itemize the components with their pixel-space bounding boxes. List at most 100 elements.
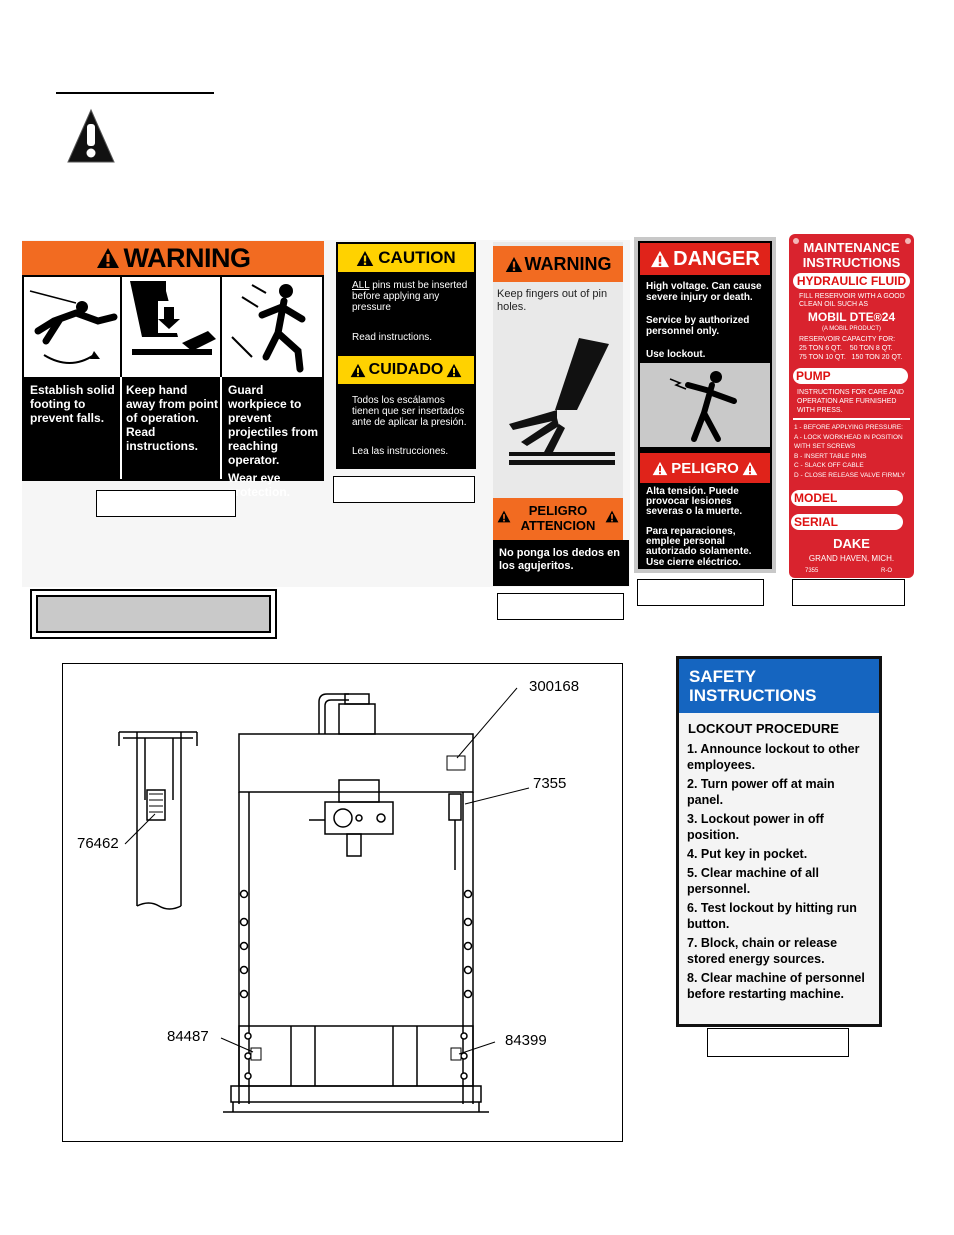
caution-body-rest: pins must be inserted before applying an… [352,280,468,313]
part-number-box-caution [333,476,475,503]
plate-title-1: MAINTENANCE [803,240,900,255]
plate-step-c: C - SLACK OFF CABLE [794,462,864,469]
plate-step-a: A - LOCK WORKHEAD IN POSITION WITH SET S… [794,433,903,451]
safety-step: 5. Clear machine of all personnel. [687,866,819,896]
pin-warning-body: Keep fingers out of pin holes. [497,288,608,313]
callout-76462: 76462 [77,835,119,852]
peligro-title: PELIGRO [671,459,739,477]
cuidado-header: CUIDADO [338,356,474,384]
alert-triangle-icon [651,250,670,268]
press-diagram-frame: 300168 7355 76462 84487 84399 [62,663,623,1142]
safety-title-2: INSTRUCTIONS [689,686,817,705]
plate-rivet [905,238,911,244]
pin-warning-title: WARNING [524,253,612,274]
part-number-box-safety [707,1028,849,1057]
callout-leaders [124,687,530,1055]
section-heading-underline [56,90,214,94]
warning-decal: WARNING Establish solid footing to prev [22,241,324,499]
framed-title-box-inner [36,595,271,633]
plate-capacity-1: 25 TON 6 QT. 50 TON 8 QT. [799,345,893,352]
plate-divider [793,418,910,420]
peligro-header: PELIGRO [640,453,770,483]
pin-holes [239,889,473,1080]
danger-es-2: Para reparaciones, emplee personal autor… [646,526,752,557]
safety-decal-inner: SAFETY INSTRUCTIONS LOCKOUT PROCEDURE 1.… [679,659,879,1024]
pin-warning-es-body: No ponga los dedos en los agujeritos. [499,547,621,572]
fall-hazard-pictogram [24,277,120,377]
press-frame [223,693,489,1113]
plate-brand-note: (A MOBIL PRODUCT) [821,326,882,332]
danger-inner: DANGER High voltage. Can cause severe in… [638,241,772,569]
finger-pinch-icon [509,338,615,465]
callout-84487: 84487 [167,1028,209,1045]
alert-triangle-icon [350,363,365,377]
safety-step: 7. Block, chain or release stored energy… [687,936,838,966]
plate-brand-reg: ® [873,312,882,324]
safety-step: 4. Put key in pocket. [687,847,808,861]
alert-triangle-icon [446,363,462,377]
callout-84399: 84399 [505,1032,547,1049]
plate-model: MODEL [791,490,903,506]
caution-header: CAUTION [338,244,474,272]
safety-subtitle: LOCKOUT PROCEDURE [688,721,839,736]
falling-person-icon [29,290,118,364]
plate-title-2: INSTRUCTIONS [802,255,901,270]
safety-step: 6. Test lockout by hitting run button. [687,901,857,931]
plate-brand-name: MOBIL DTE [807,310,874,324]
plate-code-2: R-O [881,568,892,574]
safety-step: 8. Clear machine of personnel before res… [687,971,865,1001]
danger-decal: DANGER High voltage. Can cause severe in… [634,237,776,573]
plate-fill-text: FILL RESERVOIR WITH A GOOD CLEAN OIL SUC… [799,293,905,308]
alert-triangle-icon [742,461,758,475]
pin-warning-es-body-bg [493,540,629,586]
danger-es-1: Alta tensión. Puede provocar lesiones se… [646,486,743,517]
danger-line-1: High voltage. Can cause severe injury or… [646,281,762,303]
warning-panel-2-text: Keep hand away from point of operation. … [126,383,218,453]
plate-rivet [793,238,799,244]
plate-code: 7355 [805,568,819,574]
plate-hydraulic-fluid: HYDRAULIC FLUID [793,273,910,289]
warning-panel-3-wear: Wear eye protection. [228,471,290,499]
attencion-line: ATTENCION [520,518,596,533]
plate-pump-text: INSTRUCTIONS FOR CARE AND OPERATION ARE … [797,389,904,414]
danger-line-2: Service by authorized personnel only. [646,315,750,337]
electric-shock-icon [669,371,737,442]
plate-city: GRAND HAVEN, MICH. [808,554,895,563]
safety-steps: 1. Announce lockout to other employees. … [687,741,873,1002]
part-number-box-warning [96,490,236,517]
danger-line-3: Use lockout. [646,349,706,360]
alert-triangle-icon [652,461,668,475]
callout-7355: 7355 [533,775,567,792]
plate-brand: MOBIL DTE®24 [789,310,914,324]
alert-triangle-icon [497,510,511,523]
caution-read: Read instructions. [352,332,433,343]
warning-decal-header: WARNING [22,241,324,275]
press-diagram [118,687,530,1113]
caution-title: CAUTION [378,248,456,267]
safety-step: 2. Turn power off at main panel. [687,777,835,807]
projectile-person-icon [231,284,306,373]
safety-step: 1. Announce lockout to other employees. [687,742,860,772]
warning-divider-1 [120,377,122,479]
shock-pictogram [640,363,770,447]
pin-warning-header: WARNING [493,246,623,282]
safety-title-1: SAFETY [689,667,757,686]
alert-triangle-icon [96,248,119,268]
caution-all: ALL [352,280,370,291]
plate-capacity-2: 75 TON 10 QT. 150 TON 20 QT. [799,354,903,361]
safety-step: 3. Lockout power in off position. [687,812,824,842]
plate-step-b: B - INSERT TABLE PINS [794,452,867,460]
warning-decal-title: WARNING [123,242,252,273]
side-decal-marks [149,793,163,813]
projectile-hazard-pictogram [222,277,322,377]
alert-triangle-icon [605,510,619,523]
side-column-detail [118,731,198,910]
warning-panel-3-text: Guard workpiece to prevent projectiles f… [228,383,322,499]
plate-pump: PUMP [793,368,908,384]
danger-es-3: Use cierre eléctrico. [646,557,742,568]
plate-step-1: 1 - BEFORE APPLYING PRESSURE: [794,424,903,431]
warning-panel-2-line: Keep hand away from point of operation. [126,383,219,425]
warning-panel-3-line: Guard workpiece to prevent projectiles f… [228,383,319,467]
alert-triangle-icon [505,256,522,272]
warning-divider-2 [220,377,222,479]
